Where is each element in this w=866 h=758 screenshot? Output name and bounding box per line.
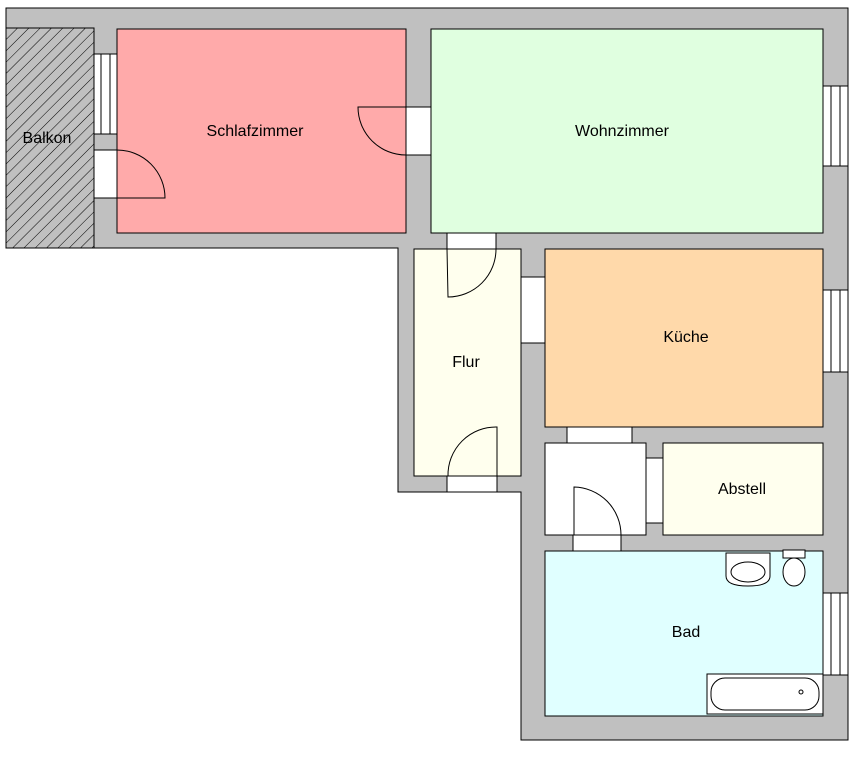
- label-schlafzimmer: Schlafzimmer: [207, 123, 305, 140]
- bathtub-icon: [706, 673, 824, 715]
- opening-schlafzimmer-wohnzimmer: [405, 106, 432, 156]
- label-kueche: Küche: [663, 329, 708, 346]
- sink-icon: [725, 552, 771, 587]
- room-wohnzimmer: [430, 28, 824, 234]
- window-bad: [822, 592, 849, 676]
- label-abstell: Abstell: [718, 481, 766, 498]
- opening-corridor-abstell: [645, 457, 664, 524]
- opening-flur-kueche: [520, 276, 546, 344]
- door-swing-icon: [116, 106, 622, 536]
- door-swing-balkon: [116, 149, 166, 199]
- room-balkon: [5, 27, 95, 249]
- opening-balkon-schlafzimmer: [93, 149, 118, 199]
- window-kueche: [822, 289, 849, 373]
- room-abstell: [662, 442, 824, 536]
- window-wohnzimmer: [822, 85, 849, 167]
- room-schlafzimmer: [116, 28, 407, 234]
- label-flur: Flur: [452, 354, 480, 371]
- room-flur: [413, 248, 522, 477]
- door-swing-bad: [573, 486, 622, 536]
- label-wohnzimmer: Wohnzimmer: [575, 123, 670, 140]
- label-balkon: Balkon: [23, 130, 72, 147]
- opening-kueche-corridor: [566, 426, 633, 444]
- door-swing-flur-top: [446, 248, 497, 298]
- door-swing-schlafzimmer: [357, 106, 407, 156]
- door-swing-flur-bottom: [447, 426, 498, 477]
- door-openings: [93, 106, 664, 552]
- opening-corridor-bad: [572, 534, 622, 552]
- label-bad: Bad: [672, 624, 700, 641]
- opening-wohnzimmer-flur: [446, 232, 497, 250]
- toilet-icon: [782, 549, 806, 587]
- window-balkon: [93, 53, 118, 135]
- window-icon: [93, 53, 849, 676]
- room-corridor: [544, 442, 647, 536]
- opening-flur-entrance: [446, 475, 498, 493]
